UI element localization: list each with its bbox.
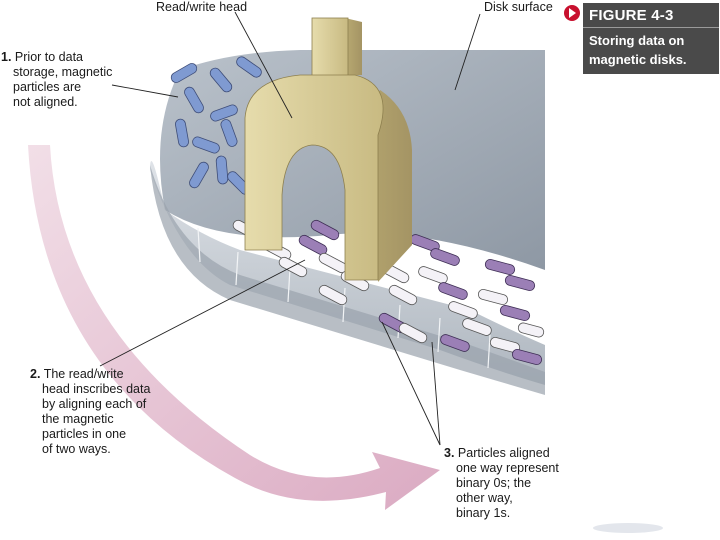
callout-2-line-6: of two ways. bbox=[42, 442, 111, 456]
callout-1: 1. Prior to data storage, magnetic parti… bbox=[1, 50, 112, 110]
callout-2: 2. The read/write head inscribes data by… bbox=[30, 367, 150, 457]
track-cell-c bbox=[410, 234, 492, 352]
figure-number: FIGURE 4-3 bbox=[589, 7, 674, 24]
callout-3-line-5: binary 1s. bbox=[456, 506, 511, 520]
corner-decoration bbox=[593, 523, 663, 533]
read-write-head bbox=[244, 17, 412, 282]
callout-3-line-3: binary 0s; the bbox=[456, 476, 532, 490]
callout-2-line-3: by aligning each of bbox=[42, 397, 147, 411]
rotation-arrow bbox=[28, 145, 440, 510]
figure-caption: Storing data on magnetic disks. bbox=[589, 31, 687, 69]
track-dividers bbox=[197, 227, 491, 369]
figure-caption-box: FIGURE 4-3 Storing data on magnetic disk… bbox=[583, 3, 719, 74]
callout-1-number: 1. bbox=[1, 50, 12, 64]
figure-caption-line-2: magnetic disks. bbox=[589, 52, 687, 67]
callout-3-line-1: Particles aligned bbox=[457, 446, 550, 460]
read-write-head-label: Read/write head bbox=[156, 0, 248, 14]
leader-lines bbox=[99, 11, 481, 446]
right-arrow-icon bbox=[564, 5, 580, 21]
callout-2-line-5: particles in one bbox=[42, 427, 127, 441]
callout-2-line-1: The read/write bbox=[43, 367, 124, 381]
figure-caption-line-1: Storing data on bbox=[589, 33, 685, 48]
callout-3-line-4: other way, bbox=[456, 491, 513, 505]
track-cell-d bbox=[477, 259, 545, 365]
callout-3-number: 3. bbox=[444, 446, 455, 460]
aligned-particles bbox=[232, 219, 545, 365]
track-cell-a bbox=[232, 219, 348, 278]
callout-1-line-1: Prior to data bbox=[14, 50, 84, 64]
callout-2-line-2: head inscribes data bbox=[42, 382, 151, 396]
callout-1-line-2: storage, magnetic bbox=[13, 65, 113, 79]
callout-3: 3. Particles aligned one way represent b… bbox=[444, 446, 559, 521]
callout-1-line-3: particles are bbox=[13, 80, 82, 94]
disk-surface-label: Disk surface bbox=[484, 0, 553, 14]
disk-rim-face bbox=[150, 165, 545, 395]
disk-edge bbox=[150, 161, 545, 385]
callout-2-number: 2. bbox=[30, 367, 41, 381]
callout-2-line-4: the magnetic bbox=[42, 412, 114, 426]
callout-1-line-4: not aligned. bbox=[13, 95, 78, 109]
figure-divider bbox=[583, 27, 719, 28]
callout-3-line-2: one way represent bbox=[456, 461, 559, 475]
